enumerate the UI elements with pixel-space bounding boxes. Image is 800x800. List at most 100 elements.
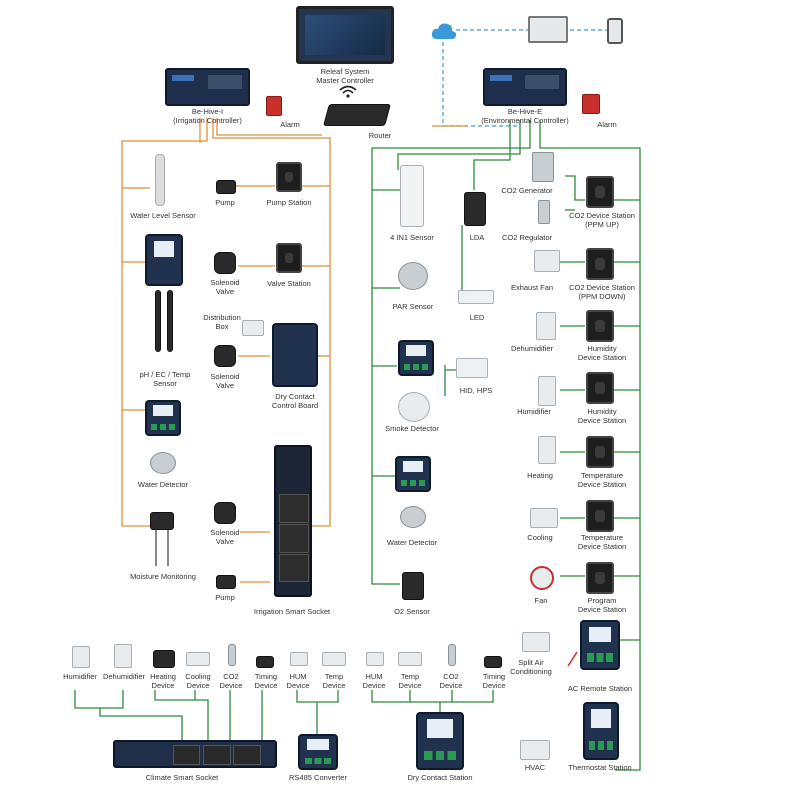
cooling-device-bottom — [186, 652, 210, 666]
water-level-sensor-label: Water Level Sensor — [130, 211, 196, 220]
par-sensor-device — [398, 262, 428, 290]
env-water-detector-label: Water Detector — [386, 538, 438, 547]
par-sensor-label: PAR Sensor — [392, 302, 434, 311]
bottom-dehumidifier-label: Dehumidifier — [102, 672, 146, 681]
sensor-4in1-device — [400, 165, 424, 227]
dehumidifier-device — [536, 312, 556, 340]
bottom-humidifier-device — [72, 646, 90, 668]
thermostat-station-device — [583, 702, 619, 760]
dehumidifier-label: Dehumidifier — [510, 344, 554, 353]
solenoid-valve-3-device — [214, 502, 236, 524]
solenoid-valve-2-device — [214, 345, 236, 367]
moisture-probe-a — [155, 530, 157, 566]
led-label: LED — [469, 313, 485, 322]
pump-station-label: Pump Station — [266, 198, 312, 207]
temp-device-2-bottom — [398, 652, 422, 666]
dry-contact-station-label: Dry Contact Station — [407, 773, 473, 782]
smoke-panel-device — [398, 340, 434, 376]
moisture-sensor-device — [150, 512, 174, 530]
climate-smart-socket-label: Climate Smart Socket — [145, 773, 219, 782]
exhaust-fan-device — [534, 250, 560, 272]
hid-hps-label: HID, HPS — [459, 386, 493, 395]
wifi-icon — [336, 84, 360, 98]
pump-2-device — [216, 575, 236, 589]
desktop-monitor-device — [528, 16, 568, 43]
environmental-controller-label: Be-Hive-E(Environmental Controller) — [481, 107, 569, 125]
distribution-box-device — [242, 320, 264, 336]
lda-label: LDA — [469, 233, 485, 242]
ph-ec-meter-device — [145, 234, 183, 286]
program-station-device — [586, 562, 614, 594]
co2-generator-label: CO2 Generator — [501, 186, 553, 195]
ac-remote-station-device — [580, 620, 620, 670]
humidity-station-1-device — [586, 310, 614, 342]
lda-device — [464, 192, 486, 226]
phone-device — [607, 18, 623, 44]
humidifier-device — [538, 376, 556, 406]
moisture-probe-b — [167, 530, 169, 566]
router-links — [216, 118, 468, 136]
co2-station-up-label: CO2 Device Station(PPM UP) — [569, 211, 635, 229]
master-controller-tablet — [296, 6, 394, 64]
co2-regulator-device — [538, 200, 550, 224]
heating-device-bottom — [153, 650, 175, 668]
irrigation-smart-socket-device — [274, 445, 312, 597]
router-device — [323, 104, 391, 126]
ac-remote-station-label: AC Remote Station — [567, 684, 633, 693]
alarm-right-device — [582, 94, 600, 114]
co2-generator-device — [532, 152, 554, 182]
valve-station-label: Valve Station — [267, 279, 311, 288]
pump-1-device — [216, 180, 236, 194]
co2-station-up-device — [586, 176, 614, 208]
water-detector-label: Water Detector — [137, 480, 189, 489]
environment-wires — [74, 120, 641, 771]
hvac-label: HVAC — [524, 763, 546, 772]
valve-station-device — [276, 243, 302, 273]
fan-label: Fan — [534, 596, 548, 605]
alarm-left-label: Alarm — [280, 120, 300, 129]
pump-2-label: Pump — [215, 593, 235, 602]
heating-label: Heating — [527, 471, 553, 480]
cooling-device — [530, 508, 558, 528]
co2-station-down-device — [586, 248, 614, 280]
split-air-device — [522, 632, 550, 652]
water-level-sensor-device — [155, 154, 165, 206]
rs485-converter-device — [298, 734, 338, 770]
timing-device-1-bottom — [256, 656, 274, 668]
hid-hps-device — [456, 358, 488, 378]
irrigation-controller — [165, 68, 250, 106]
thermostat-station-label: Thermostat Station — [568, 763, 632, 772]
irrigation-controller-label: Be-Hive-I(Irrigation Controller) — [173, 107, 242, 125]
solenoid-valve-1-device — [214, 252, 236, 274]
smoke-detector-label: Smoke Detector — [385, 424, 439, 433]
env-water-detector-probe — [400, 506, 426, 528]
humidifier-label: Humidifier — [517, 407, 551, 416]
heating-device — [538, 436, 556, 464]
ph-probe-a — [155, 290, 161, 352]
env-water-detector-panel — [395, 456, 431, 492]
temp-device-1-bottom — [322, 652, 346, 666]
cloud-icon — [431, 18, 457, 44]
irrigation-smart-socket-label: Irrigation Smart Socket — [253, 607, 331, 616]
irrigation-wires — [121, 118, 331, 583]
fan-device — [530, 566, 554, 590]
temp-station-2-device — [586, 500, 614, 532]
ac-remote-cable — [567, 651, 578, 667]
co2-station-down-label: CO2 Device Station(PPM DOWN) — [569, 283, 635, 301]
environmental-controller — [483, 68, 567, 106]
